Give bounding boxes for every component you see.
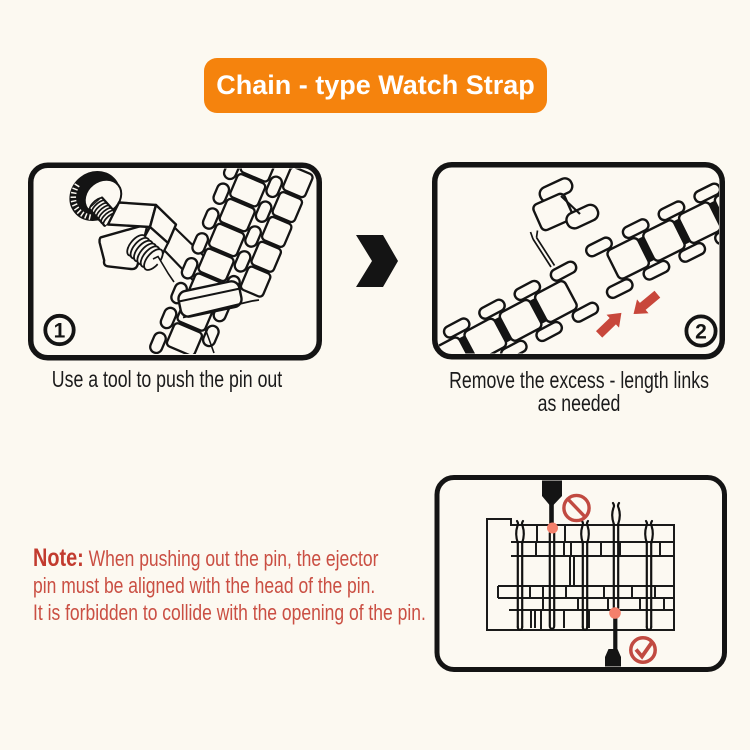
svg-text:2: 2 [695, 321, 707, 344]
svg-text:1: 1 [54, 320, 66, 343]
